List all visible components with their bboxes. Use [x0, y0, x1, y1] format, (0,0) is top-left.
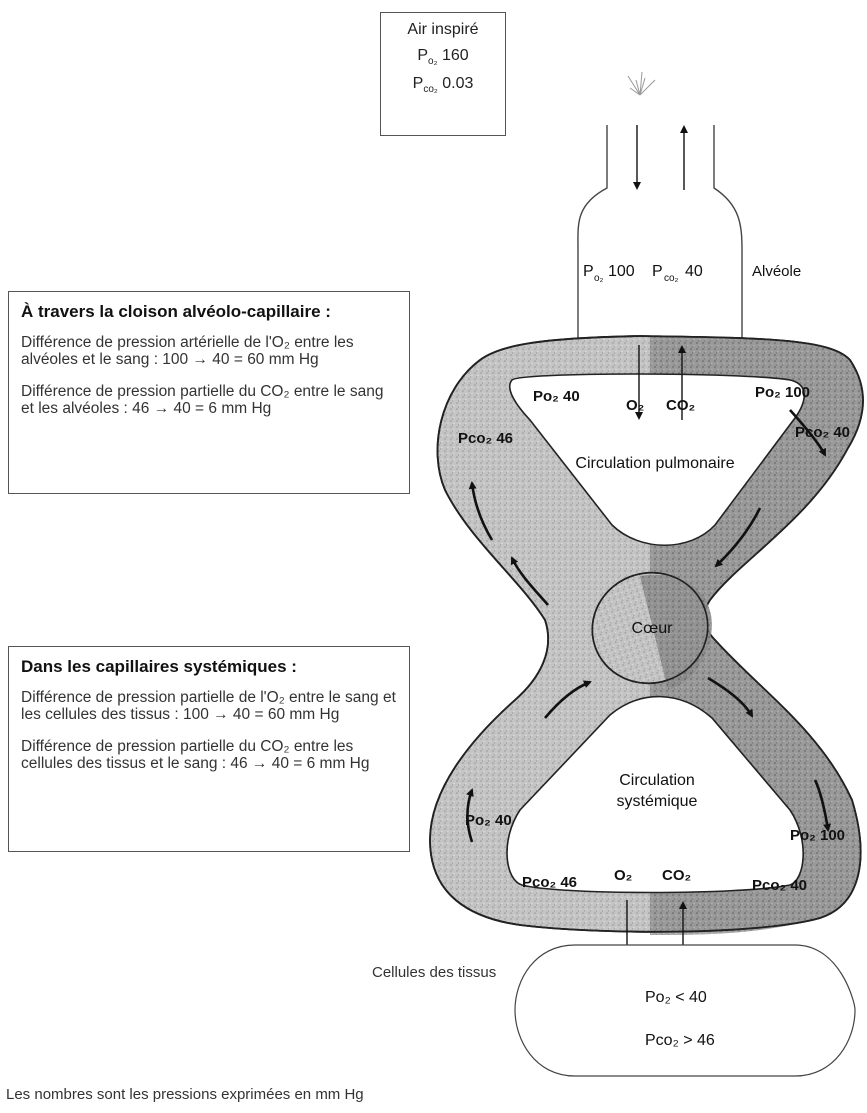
sys-o2: O₂	[614, 867, 632, 884]
tissue-po2: Po₂ < 40	[645, 989, 707, 1006]
alveolar-box-title: À travers la cloison alvéolo-capillaire …	[21, 302, 397, 322]
systemic-label-line2: systémique	[617, 793, 698, 810]
sys-left-pco2: Pco₂ 46	[522, 874, 577, 891]
alveole-shape	[578, 125, 742, 362]
alveolar-box-para2: Différence de pression partielle du CO₂ …	[21, 383, 397, 418]
systemic-box-para1: Différence de pression partielle de l'O₂…	[21, 689, 397, 724]
pulm-left-po2: Po₂ 40	[533, 388, 580, 405]
svg-text:40: 40	[685, 263, 703, 280]
heart-label: Cœur	[632, 620, 674, 637]
alveolar-capillary-box: À travers la cloison alvéolo-capillaire …	[8, 291, 410, 494]
air-puff	[628, 72, 655, 95]
sys-co2: CO₂	[662, 867, 691, 884]
pulmonary-label: Circulation pulmonaire	[575, 455, 734, 472]
tissue-cells-label: Cellules des tissus	[372, 964, 496, 981]
alveole-pco2: P	[652, 263, 663, 280]
sys-right-po2: Po₂ 100	[790, 827, 845, 844]
sys-left-po2: Po₂ 40	[465, 812, 512, 829]
svg-text:co₂: co₂	[664, 273, 679, 284]
alveole-label: Alvéole	[752, 263, 801, 280]
systemic-label-line1: Circulation	[619, 772, 695, 789]
alveole-po2: P	[583, 263, 594, 280]
svg-text:100: 100	[608, 263, 635, 280]
pulm-co2: CO₂	[666, 397, 695, 414]
svg-text:o₂: o₂	[594, 273, 604, 284]
pulm-o2: O₂	[626, 397, 644, 414]
inspired-air-po2: Po₂ 160	[381, 47, 505, 67]
tissue-pco2: Pco₂ > 46	[645, 1032, 715, 1049]
tissue-cells-shape	[515, 945, 855, 1076]
systemic-box-para2: Différence de pression partielle du CO₂ …	[21, 738, 397, 773]
footnote: Les nombres sont les pressions exprimées…	[6, 1086, 364, 1103]
sys-right-pco2: Pco₂ 40	[752, 877, 807, 894]
pulm-right-pco2: Pco₂ 40	[795, 424, 850, 441]
alveolar-box-para1: Différence de pression artérielle de l'O…	[21, 334, 397, 369]
inspired-air-pco2: Pco₂ 0.03	[381, 75, 505, 95]
systemic-capillaries-box: Dans les capillaires systémiques : Diffé…	[8, 646, 410, 852]
systemic-box-title: Dans les capillaires systémiques :	[21, 657, 397, 677]
inspired-air-box: Air inspiré Po₂ 160 Pco₂ 0.03	[380, 12, 506, 136]
pulm-left-pco2: Pco₂ 46	[458, 430, 513, 447]
inspired-air-title: Air inspiré	[381, 21, 505, 39]
pulm-right-po2: Po₂ 100	[755, 384, 810, 401]
